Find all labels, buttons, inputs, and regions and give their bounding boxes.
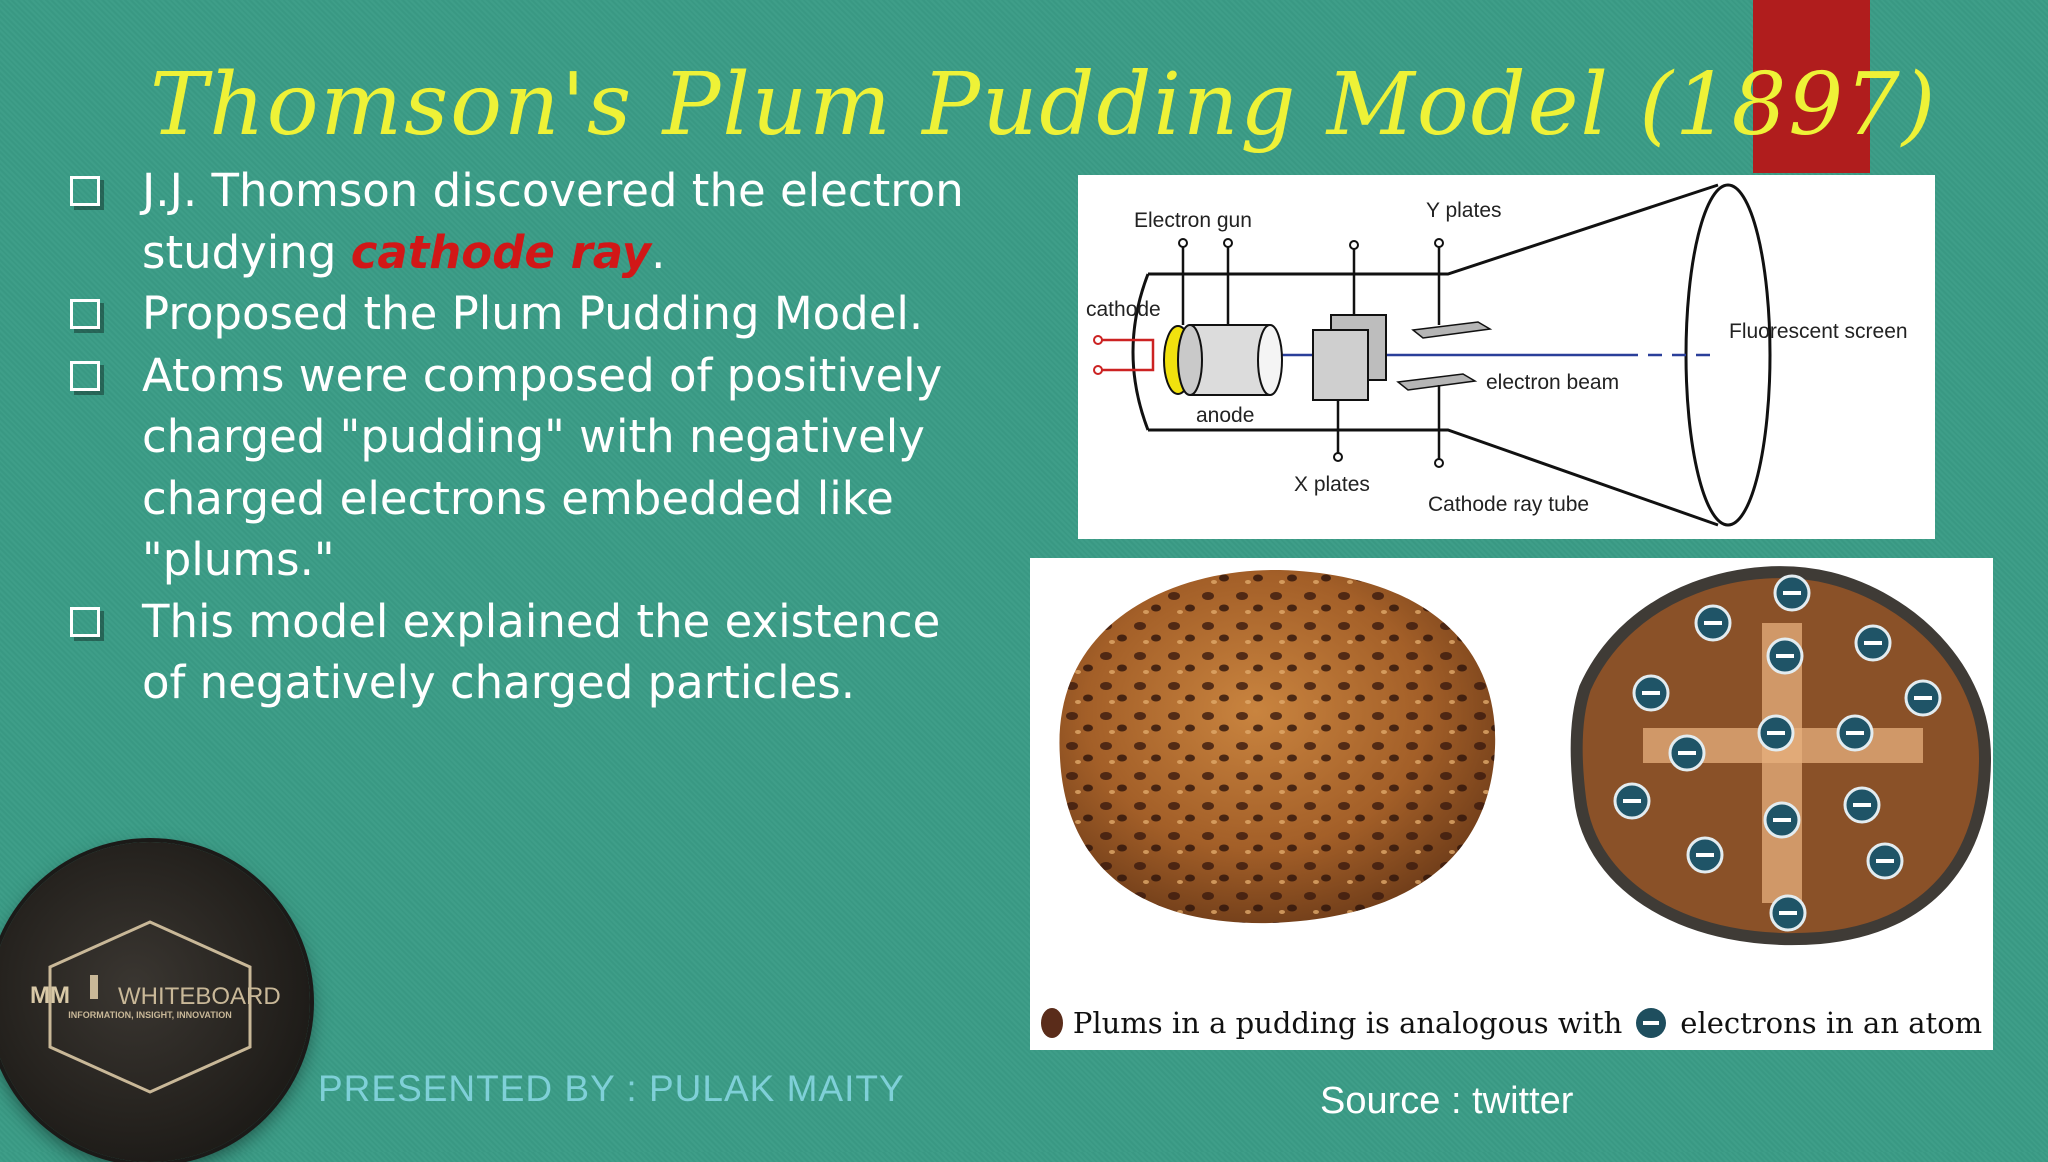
checkbox-bullet-icon	[70, 299, 100, 329]
checkbox-bullet-icon	[70, 606, 100, 637]
caption-right: electrons in an atom	[1680, 1006, 1983, 1040]
label-y-plates: Y plates	[1426, 199, 1502, 222]
logo-frame-icon	[48, 920, 252, 1094]
label-cathode: cathode	[1086, 298, 1161, 321]
electron-icon	[1636, 1008, 1667, 1038]
label-electron-gun: Electron gun	[1134, 209, 1252, 232]
plum-pudding-figure: Plums in a pudding is analogous with ele…	[1030, 558, 1993, 1050]
slide-title: Thomson's Plum Pudding Model (1897)	[150, 55, 1938, 155]
label-electron-beam: electron beam	[1486, 371, 1619, 394]
label-fluorescent-screen: Fluorescent screen	[1729, 320, 1908, 343]
source-credit: Source : twitter	[1320, 1080, 1574, 1122]
bullet-text: Proposed the Plum Pudding Model.	[142, 287, 924, 340]
checkbox-bullet-icon	[70, 176, 100, 206]
cathode-ray-tube-diagram: Electron gun Y plates cathode Fluorescen…	[1078, 175, 1935, 539]
highlight-term: cathode ray	[350, 225, 652, 279]
label-anode: anode	[1196, 404, 1254, 427]
mm-whiteboard-logo: MM WHITEBOARD INFORMATION, INSIGHT, INNO…	[0, 842, 310, 1162]
plum-pudding-svg	[1059, 566, 1992, 946]
presented-by: PRESENTED BY : PULAK MAITY	[318, 1068, 905, 1109]
figure-caption: Plums in a pudding is analogous with ele…	[1030, 1003, 1993, 1043]
bullet-text: J.J. Thomson discovered the electron stu…	[142, 164, 964, 279]
bullet-list: J.J. Thomson discovered the electron stu…	[62, 160, 992, 714]
cathode-ray-tube-svg: Electron gun Y plates cathode Fluorescen…	[1086, 183, 1908, 527]
pudding-image	[1059, 569, 1496, 924]
bullet-text: This model explained the existence of ne…	[142, 594, 941, 710]
plum-icon	[1040, 1008, 1063, 1038]
label-x-plates: X plates	[1294, 473, 1370, 496]
atom-model	[1570, 566, 1992, 946]
bullet-text-end: .	[651, 225, 666, 279]
checkbox-bullet-icon	[70, 360, 100, 391]
label-cathode-ray-tube: Cathode ray tube	[1428, 493, 1589, 516]
logo-tagline: INFORMATION, INSIGHT, INNOVATION	[68, 1010, 232, 1020]
bullet-text: Atoms were composed of positively charge…	[142, 348, 943, 587]
bullet-item: Proposed the Plum Pudding Model.	[62, 283, 992, 345]
bullet-item: J.J. Thomson discovered the electron stu…	[62, 160, 992, 283]
logo-brand-right: WHITEBOARD	[118, 983, 281, 1010]
accent-bar	[1753, 0, 1870, 173]
logo-brand-left: MM	[30, 982, 70, 1009]
bullet-item: Atoms were composed of positively charge…	[62, 345, 992, 591]
caption-left: Plums in a pudding is analogous with	[1072, 1006, 1623, 1040]
bullet-item: This model explained the existence of ne…	[62, 591, 992, 714]
